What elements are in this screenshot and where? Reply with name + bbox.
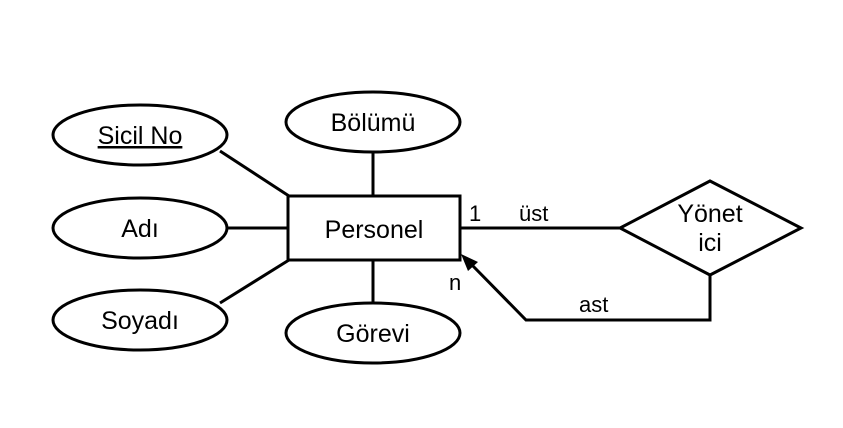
- entity-personel-label: Personel: [325, 216, 424, 244]
- relationship-yonetici: Yönet ici: [616, 179, 805, 277]
- attribute-sicil-no: Sicil No: [51, 103, 229, 167]
- attribute-bolumu: Bölümü: [284, 90, 462, 154]
- attribute-sicil-no-label: Sicil No: [98, 122, 183, 150]
- attribute-adi: Adı: [51, 196, 229, 260]
- attribute-soyadi: Soyadı: [51, 288, 229, 352]
- attribute-gorevi: Görevi: [284, 301, 462, 365]
- arrowhead-icon: [461, 254, 478, 271]
- ast-role-line: [470, 263, 712, 322]
- sicil-no-connector: [219, 149, 290, 198]
- attribute-gorevi-label: Görevi: [336, 320, 410, 348]
- relationship-label-line1: Yönet: [677, 200, 742, 228]
- attribute-adi-label: Adı: [121, 215, 159, 243]
- role-ust: üst: [519, 201, 548, 226]
- cardinality-many: n: [449, 270, 461, 295]
- attribute-bolumu-label: Bölümü: [331, 109, 416, 137]
- attribute-soyadi-label: Soyadı: [101, 307, 179, 335]
- entity-personel: Personel: [286, 194, 462, 262]
- role-ast: ast: [579, 292, 608, 317]
- cardinality-one: 1: [469, 201, 481, 226]
- relationship-label-line2: ici: [698, 229, 722, 257]
- soyadi-connector: [219, 258, 290, 305]
